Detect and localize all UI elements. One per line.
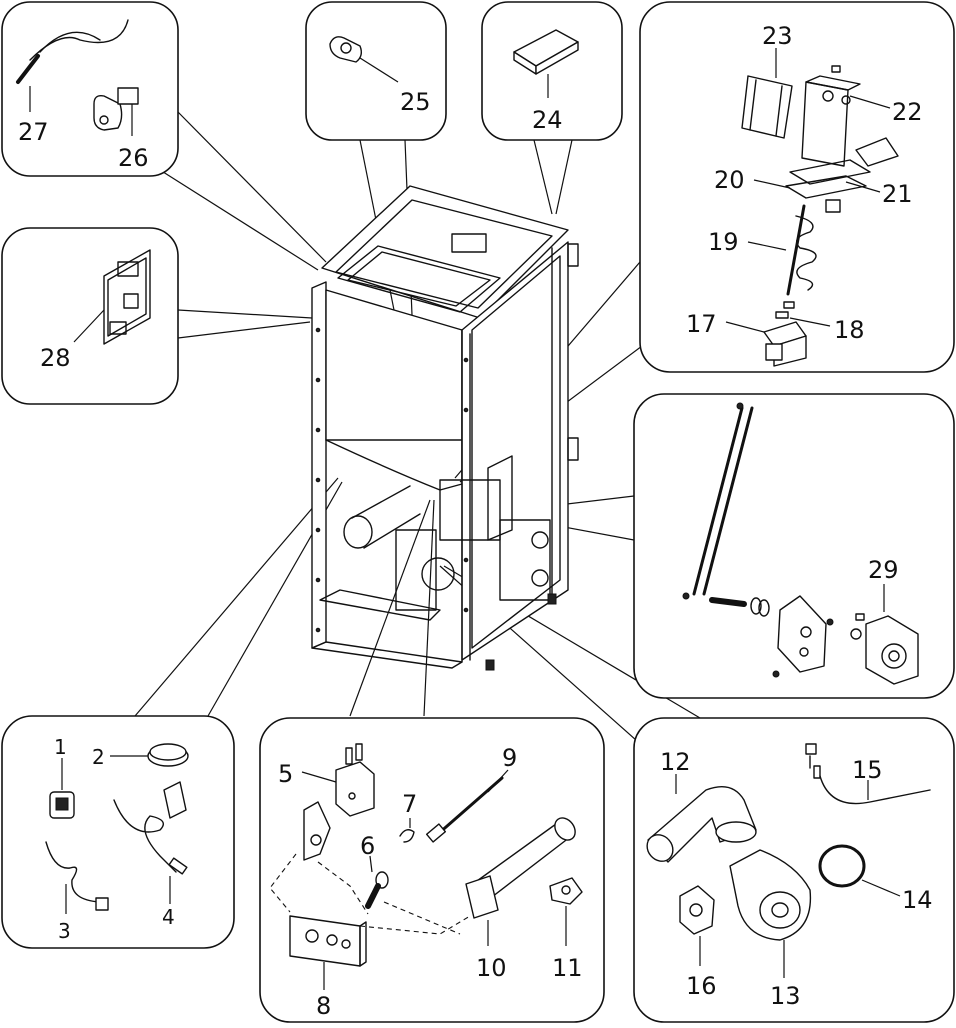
label-29: 29: [868, 556, 899, 584]
panel-top-left: 27 26: [1, 1, 179, 177]
label-24: 24: [532, 106, 563, 134]
label-11: 11: [552, 954, 583, 982]
panel-left-mid: 28: [1, 227, 179, 405]
panel-25: 25: [305, 1, 447, 141]
label-7: 7: [402, 790, 417, 818]
label-21: 21: [882, 180, 913, 208]
label-10: 10: [476, 954, 507, 982]
label-19: 19: [708, 228, 739, 256]
label-12: 12: [660, 748, 691, 776]
label-18: 18: [834, 316, 865, 344]
label-16: 16: [686, 972, 717, 1000]
label-8: 8: [316, 992, 331, 1020]
label-27: 27: [18, 118, 49, 146]
panel-bottom-center: 5 6 7 9 10 11 8: [259, 717, 605, 1023]
label-5: 5: [278, 760, 293, 788]
label-28: 28: [40, 344, 71, 372]
label-26: 26: [118, 144, 149, 172]
label-13: 13: [770, 982, 801, 1010]
label-6: 6: [360, 832, 375, 860]
label-22: 22: [892, 98, 923, 126]
label-2: 2: [92, 745, 105, 769]
label-1: 1: [54, 735, 67, 759]
label-4: 4: [162, 905, 175, 929]
label-20: 20: [714, 166, 745, 194]
panel-29: 29: [633, 393, 955, 699]
panel-auger-assembly: 23 22 20 21 19 18 17: [639, 1, 955, 373]
panel-bottom-left: 1 2 4 3: [1, 715, 235, 949]
label-23: 23: [762, 22, 793, 50]
label-3: 3: [58, 919, 71, 943]
label-17: 17: [686, 310, 717, 338]
label-14: 14: [902, 886, 933, 914]
label-9: 9: [502, 744, 517, 772]
panel-bottom-right: 12 15 14 13 16: [633, 717, 955, 1023]
label-15: 15: [852, 756, 883, 784]
panel-24: 24: [481, 1, 623, 141]
main-unit-frame: [311, 185, 579, 671]
label-25: 25: [400, 88, 431, 116]
